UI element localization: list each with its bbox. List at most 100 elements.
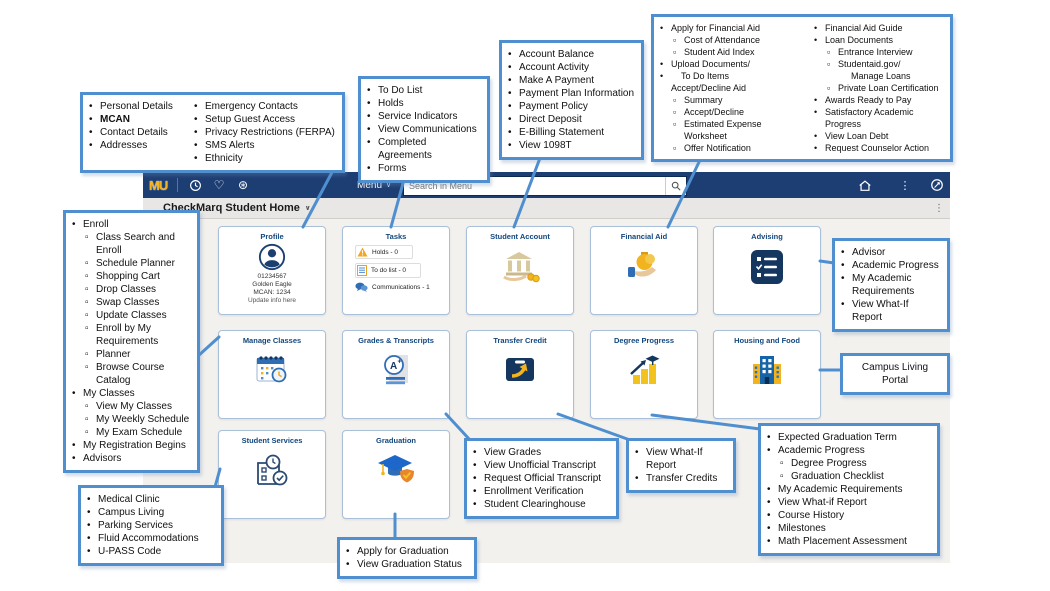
callout-text: My Weekly Schedule: [96, 414, 190, 425]
tile-title: Graduation: [375, 436, 416, 445]
tile-student-account[interactable]: Student Account: [466, 226, 574, 315]
callout-enroll: •Enroll▫Class Search and Enroll▫Schedule…: [63, 210, 200, 473]
callout-graduation: •Apply for Graduation•View Graduation St…: [337, 537, 477, 579]
quick-access-button[interactable]: ⊛: [233, 172, 253, 198]
compass-icon: [931, 179, 943, 191]
bullet: •: [508, 140, 512, 151]
tile-housing-food[interactable]: Housing and Food: [713, 330, 821, 419]
callout-text: Browse Course Catalog: [96, 362, 165, 386]
callout-item: •Addresses: [89, 139, 186, 152]
callout-text: Course History: [778, 510, 845, 521]
tile-title: Student Services: [241, 436, 303, 445]
callout-text: Accept/Decline: [684, 107, 745, 117]
callout-item: •Fluid Accommodations: [87, 532, 215, 545]
transfer-box-icon: [506, 358, 534, 381]
marquette-logo[interactable]: MU: [149, 177, 168, 193]
tile-manage-classes[interactable]: Manage Classes: [218, 330, 326, 419]
grad-cap-icon: [378, 455, 414, 483]
callout-text: Campus Living Portal: [861, 362, 929, 386]
callout-text: Account Balance: [519, 49, 595, 60]
callout-item: •Enrollment Verification: [473, 485, 610, 498]
callout-column: •Personal Details•MCAN•Contact Details•A…: [89, 100, 186, 165]
tasks-communications-row[interactable]: Communications - 1: [355, 282, 449, 293]
holds-label: Holds - 0: [372, 248, 399, 256]
recent-history-button[interactable]: [185, 172, 205, 198]
callout-text: Enroll by My Requirements: [96, 323, 159, 347]
home-button[interactable]: [855, 172, 875, 198]
bullet: •: [508, 101, 512, 112]
favorites-button[interactable]: ♡: [209, 172, 229, 198]
callout-item: •Account Activity: [508, 61, 635, 74]
callout-text: Milestones: [778, 523, 826, 534]
callout-item: •Academic Progress: [767, 444, 931, 457]
callout-item: •MCAN: [89, 113, 186, 126]
bullet: ▫: [673, 119, 677, 129]
navbar-button[interactable]: [927, 172, 947, 198]
callout-item: •My Academic Requirements: [841, 272, 941, 298]
callout-text: View What-If Report: [852, 299, 909, 323]
page-actions-kebab-icon[interactable]: ⋮: [934, 202, 944, 214]
callout-item: •Completed Agreements: [367, 136, 481, 162]
tasks-todo-row[interactable]: To do list - 0: [355, 263, 421, 278]
update-info-link[interactable]: Update info here: [247, 297, 297, 304]
callout-item: •Enroll: [72, 218, 191, 231]
tile-graduation[interactable]: Graduation: [342, 430, 450, 519]
callout-item: • To Do Items: [660, 70, 806, 82]
callout-item: ▫Offer Notification: [660, 142, 806, 154]
callout-text: Privacy Restrictions (FERPA): [205, 127, 335, 138]
tile-profile[interactable]: Profile 01234567 Golden Eagle MCAN: 1234…: [218, 226, 326, 315]
bullet: •: [767, 497, 771, 508]
bullet: •: [367, 85, 371, 96]
callout-item: •View 1098T: [508, 139, 635, 152]
callout-item: •Service Indicators: [367, 110, 481, 123]
tile-transfer-credit[interactable]: Transfer Credit: [466, 330, 574, 419]
bullet: ▫: [85, 349, 89, 360]
callout-text: View My Classes: [96, 401, 172, 412]
bullet: ▫: [85, 271, 89, 282]
bullet: •: [814, 143, 818, 153]
callout-item: ▫Planner: [72, 348, 191, 361]
clock-icon: [189, 179, 201, 191]
callout-item: •Satisfactory Academic Progress: [814, 106, 944, 130]
callout-text: Student Clearinghouse: [484, 499, 586, 510]
bullet: •: [508, 75, 512, 86]
bullet: •: [508, 62, 512, 73]
bullet: •: [87, 507, 91, 518]
callout-item: ▫ Student Aid Index: [660, 46, 806, 58]
callout-item: •View What-if Report: [767, 496, 931, 509]
actions-menu-button[interactable]: ⋮: [895, 172, 915, 198]
warning-icon: [357, 247, 368, 257]
bullet: ▫: [85, 401, 89, 412]
bullet: ▫: [85, 323, 89, 334]
tile-advising[interactable]: Advising: [713, 226, 821, 315]
tile-tasks[interactable]: Tasks Holds - 0 To do list - 0 Communica…: [342, 226, 450, 315]
callout-text: View Unofficial Transcript: [484, 460, 596, 471]
tasks-holds-row[interactable]: Holds - 0: [355, 245, 413, 259]
tile-grades-transcripts[interactable]: Grades & Transcripts A+: [342, 330, 450, 419]
callout-text: Student Aid Index: [684, 47, 755, 57]
callout-item: ▫Drop Classes: [72, 283, 191, 296]
bullet: •: [841, 299, 845, 310]
menu-button[interactable]: Menu ∨: [357, 172, 391, 198]
bullet: ▫: [85, 258, 89, 269]
tile-student-services[interactable]: Student Services: [218, 430, 326, 519]
callout-text: Drop Classes: [96, 284, 157, 295]
kebab-icon: ⋮: [899, 179, 911, 192]
tile-degree-progress[interactable]: Degree Progress: [590, 330, 698, 419]
callout-item: ▫Graduation Checklist: [767, 470, 931, 483]
callout-text: Make A Payment: [519, 75, 595, 86]
tile-financial-aid[interactable]: Financial Aid: [590, 226, 698, 315]
student-name: Golden Eagle: [252, 281, 292, 288]
callout-item: •Milestones: [767, 522, 931, 535]
bullet: •: [473, 499, 477, 510]
callout-item: • Request Counselor Action: [814, 142, 944, 154]
bullet: •: [367, 98, 371, 109]
bullet: ▫: [85, 427, 89, 438]
callout-text: Request Counselor Action: [825, 143, 930, 153]
callout-text: Apply for Graduation: [357, 546, 449, 557]
bullet: ▫: [673, 47, 677, 57]
search-button[interactable]: [665, 177, 686, 195]
callout-item: ▫Summary: [660, 94, 806, 106]
callout-item: •SMS Alerts: [194, 139, 336, 152]
